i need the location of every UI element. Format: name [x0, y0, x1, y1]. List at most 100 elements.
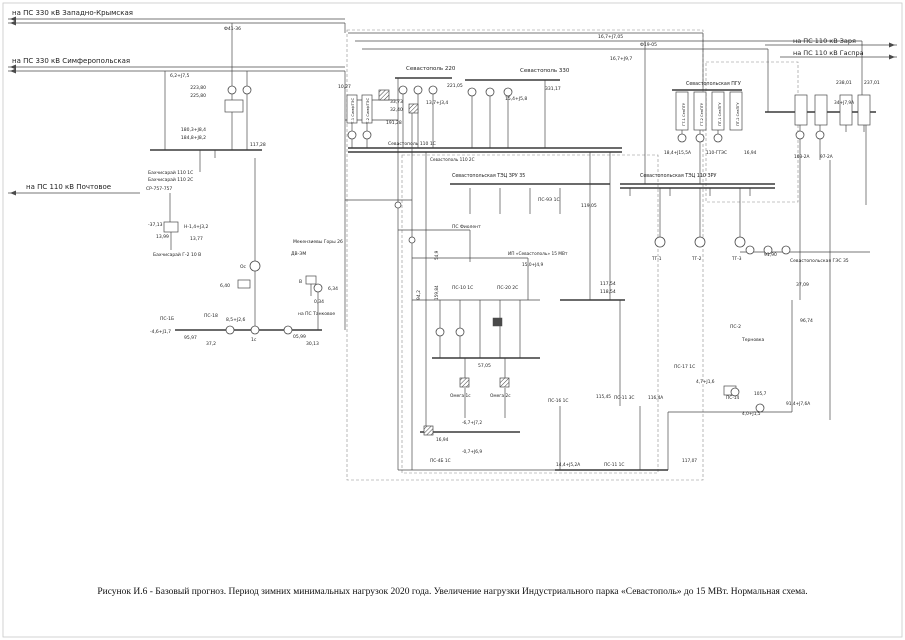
diagram-label: ПС-1Б	[160, 316, 174, 322]
diagram-label: -4,6+J1,7	[150, 329, 171, 335]
diagram-label: 13,99	[156, 234, 169, 240]
diagram-label: 15,0+J4,9	[522, 262, 544, 268]
diagram-label: 117,07	[682, 458, 697, 464]
diagram-label: 16,94	[436, 437, 449, 443]
diagram-label: 223,80	[190, 85, 206, 91]
breaker-circle	[503, 87, 513, 97]
diagram-label: Т-2 СимфТЭС	[365, 97, 370, 125]
diagram-label: В	[299, 279, 302, 285]
diagram-label: на ПС 330 кВ Западно-Крымская	[12, 9, 133, 17]
diagram-label: -0,7+J6,9	[462, 449, 482, 455]
diagram-label: 13,77	[190, 236, 203, 242]
diagram-label: Терновка	[741, 337, 764, 343]
breaker-circle	[242, 85, 252, 95]
diagram-label: ТГ-3	[731, 256, 742, 262]
diagram-label: 10,27	[338, 84, 351, 90]
diagram-label: ПС-10 1С	[452, 285, 473, 291]
diagram-label: 16,7+J9,7	[610, 56, 632, 62]
diagram-label: -6,7+J7,2	[462, 420, 482, 426]
breaker-circle	[694, 236, 706, 248]
diagram-label: Севастопольская ГЭС 35	[790, 258, 849, 264]
diagram-label: ПС-17 1С	[674, 364, 695, 370]
diagram-label: 1с	[251, 337, 257, 343]
diagram-label: ПС-4Б 1С	[430, 458, 451, 464]
diagram-label: ПТ-1 СевПГУ	[718, 102, 722, 126]
breaker-circle	[394, 201, 402, 209]
hatch-symbol	[499, 377, 510, 388]
breaker-circle	[763, 245, 773, 255]
diagram-label: на ПС Танковое	[298, 311, 335, 317]
diagram-label: Севастополь 110 1С	[388, 141, 436, 147]
diagram-label: ТГ-1	[651, 256, 662, 262]
boundary-dash	[401, 154, 659, 474]
diagram-label: СР-757-757	[146, 186, 172, 192]
transformer-box	[163, 221, 179, 233]
diagram-label: 191,28	[386, 120, 402, 126]
diagram-label: 4,7+J1,6	[696, 379, 715, 385]
hatch-symbol	[408, 103, 419, 114]
diagram-label: ТГ-2	[691, 256, 702, 262]
diagram-label: 117,28	[250, 142, 266, 148]
diagram-label: 13,7+J3,4	[426, 100, 448, 106]
diagram-label: Бахчисарай Г-2 10 В	[153, 251, 201, 258]
figure-caption: Рисунок И.6 - Базовый прогноз. Период зи…	[97, 587, 808, 597]
diagram-label: на ПС 110 кВ Почтовое	[26, 183, 111, 191]
breaker-circle	[730, 387, 740, 397]
transformer-box	[729, 91, 743, 131]
diagram-label: Омега 2с	[490, 393, 511, 399]
breaker-circle	[225, 325, 235, 335]
hatch-symbol	[378, 89, 390, 101]
diagram-label: ИП «Севастополь» 15 МВт	[508, 251, 568, 257]
breaker-circle	[362, 130, 372, 140]
diagram-label: 95,97	[184, 335, 197, 341]
diagram-label: Н-1,4+J3,2	[184, 224, 209, 230]
diagram-label: Мекензиевы Горы 26	[293, 239, 343, 245]
breaker-circle	[398, 85, 408, 95]
diagram-label: ПС-18	[204, 313, 218, 319]
diagram-label: 221,05	[447, 83, 463, 89]
diagram-label: 117,54	[600, 281, 616, 287]
diagram-label: 118,54	[600, 289, 616, 295]
diagram-label: 4,0+J1,5	[742, 411, 761, 417]
diagram-label: 159,84	[434, 285, 439, 300]
breaker-circle	[734, 236, 746, 248]
line-arrow	[10, 68, 16, 74]
line-arrow	[10, 20, 16, 26]
diagram-label: 237,01	[864, 80, 880, 86]
breaker-circle	[695, 133, 705, 143]
breaker-circle	[455, 327, 465, 337]
diagram-label: 33,73	[390, 99, 403, 105]
diagram-label: ПС-16 1С	[548, 398, 568, 404]
diagram-label: Севастополь 220	[406, 66, 456, 72]
diagram-label: 16,7+J7,05	[598, 34, 623, 40]
diagram-label: 238,01	[836, 80, 852, 86]
diagram-label: 6,2+J7,5	[170, 73, 190, 79]
breaker-circle	[249, 260, 261, 272]
diagram-label: Севастопольская ТЭЦ 110 ЗРУ	[640, 173, 716, 179]
breaker-circle	[227, 85, 237, 95]
line-arrow	[889, 54, 895, 60]
diagram-label: 18,4+J15,5А	[664, 150, 691, 156]
diagram-label: на ПС 110 кВ Заря	[793, 37, 856, 45]
diagram-label: 14,4+J5,2А	[556, 462, 580, 468]
breaker-circle	[713, 133, 723, 143]
diagram-label: Ф19-05	[640, 42, 657, 48]
symbol-layer	[10, 16, 895, 436]
breaker-circle	[347, 130, 357, 140]
diagram-label: 6,40	[220, 283, 230, 289]
line-arrow	[10, 64, 16, 70]
diagram-label: Севастопольская ПГУ	[686, 81, 741, 87]
diagram-label: 116,4А	[648, 395, 663, 401]
breaker-circle	[250, 325, 260, 335]
breaker-circle	[654, 236, 666, 248]
transformer-box	[794, 94, 808, 126]
diagram-label: 105,7	[754, 391, 767, 397]
boundary-dash	[346, 29, 704, 481]
diagram-label: ПТ-2 СевПГУ	[736, 102, 740, 126]
diagram-label: на ПС 330 кВ Симферопольская	[12, 57, 130, 65]
diagram-label: 97-2А	[820, 154, 833, 160]
breaker-circle	[428, 85, 438, 95]
